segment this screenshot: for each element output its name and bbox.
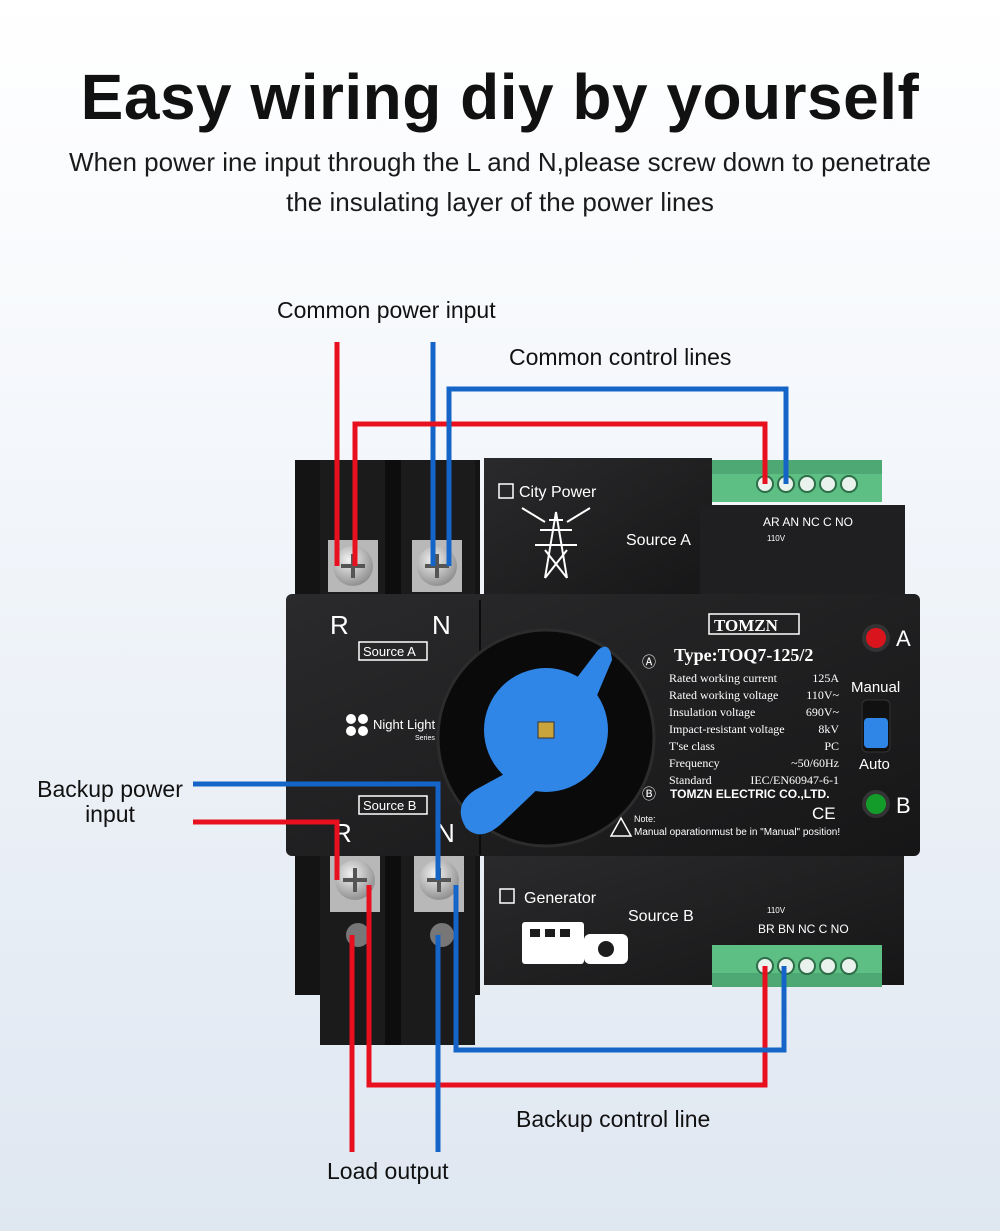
load-output-label: Load output: [327, 1158, 449, 1184]
city-power-label: City Power: [519, 484, 597, 501]
indicator-a-label: A: [896, 626, 911, 651]
bottom-terminal-labels: BR BN NC C NO: [758, 922, 849, 936]
wires: [193, 342, 789, 1152]
indicator-a-light: [862, 624, 890, 652]
company-label: TOMZN ELECTRIC CO.,LTD.: [670, 787, 830, 801]
spec-value: 110V~: [806, 688, 839, 702]
source-a-tag: Source A: [363, 644, 416, 659]
manual-label: Manual: [851, 679, 900, 696]
terminal-n-bottom-label: N: [436, 818, 455, 848]
spec-value: PC: [824, 739, 839, 753]
night-light-label: Night Light: [373, 717, 436, 732]
page-title: Easy wiring diy by yourself: [80, 61, 920, 133]
generator-label: Generator: [524, 890, 597, 907]
indicator-b-label: B: [896, 793, 911, 818]
spec-table: Rated working current 125A Rated working v…: [669, 671, 840, 787]
city-power-icon: [498, 483, 514, 499]
common-control-neutral: [446, 386, 789, 566]
ce-mark: CE: [812, 804, 836, 823]
backup-control-line-label: Backup control line: [516, 1106, 711, 1132]
spec-label: Rated working current: [669, 671, 778, 685]
indicator-b-light: [862, 790, 890, 818]
generator-icon: [522, 922, 628, 964]
note-text: Manual oparationmust be in "Manual" posi…: [634, 827, 840, 838]
generator-numeral-icon: [499, 888, 515, 904]
source-a-module: [484, 458, 712, 598]
bottom-110v-label: 110V: [767, 906, 786, 915]
top-110v-label: 110V: [767, 534, 786, 543]
backup-control-live: [366, 885, 768, 1088]
spec-label: Frequency: [669, 756, 720, 770]
spec-value: 125A: [812, 671, 839, 685]
spec-value: ~50/60Hz: [791, 756, 839, 770]
spec-label: T'se class: [669, 739, 715, 753]
terminal-r-label: R: [330, 610, 349, 640]
auto-label: Auto: [859, 756, 890, 773]
backup-power-input-label: Backup power input: [37, 776, 183, 827]
note-label: Note:: [634, 814, 656, 824]
spec-label: Impact-resistant voltage: [669, 722, 785, 736]
spec-value: 8kV: [818, 722, 839, 736]
backup-live-wire: [193, 819, 340, 880]
top-terminal-labels: AR AN NC C NO: [763, 515, 853, 529]
position-a-mark: Ⓐ: [642, 654, 656, 670]
position-b-mark: Ⓑ: [642, 786, 656, 802]
brand-logo: TOMZN: [714, 616, 779, 635]
manual-auto-slider[interactable]: [864, 718, 888, 748]
warning-icon: [609, 816, 633, 837]
page-subtitle: When power ine input through the L and N…: [69, 147, 931, 217]
night-light-logo-icon: [346, 714, 368, 736]
spec-value: 690V~: [806, 705, 840, 719]
spec-value: IEC/EN60947-6-1: [750, 773, 839, 787]
backup-control-neutral: [453, 885, 787, 1053]
backup-neutral-wire: [193, 781, 441, 880]
series-label: Series: [415, 735, 435, 742]
common-control-live: [352, 421, 768, 566]
rotary-handle-lever[interactable]: [460, 760, 568, 835]
transmission-tower-icon: [521, 507, 591, 579]
common-control-lines-label: Common control lines: [509, 344, 732, 370]
source-b-tag: Source B: [363, 798, 416, 813]
spec-label: Standard: [669, 773, 712, 787]
type-label: Type:TOQ7-125/2: [674, 645, 813, 665]
terminal-n-label: N: [432, 610, 451, 640]
source-a-label: Source A: [626, 532, 691, 549]
spec-label: Insulation voltage: [669, 705, 755, 719]
spec-label: Rated working voltage: [669, 688, 778, 702]
source-b-label: Source B: [628, 908, 694, 925]
common-power-input-label: Common power input: [277, 297, 496, 323]
